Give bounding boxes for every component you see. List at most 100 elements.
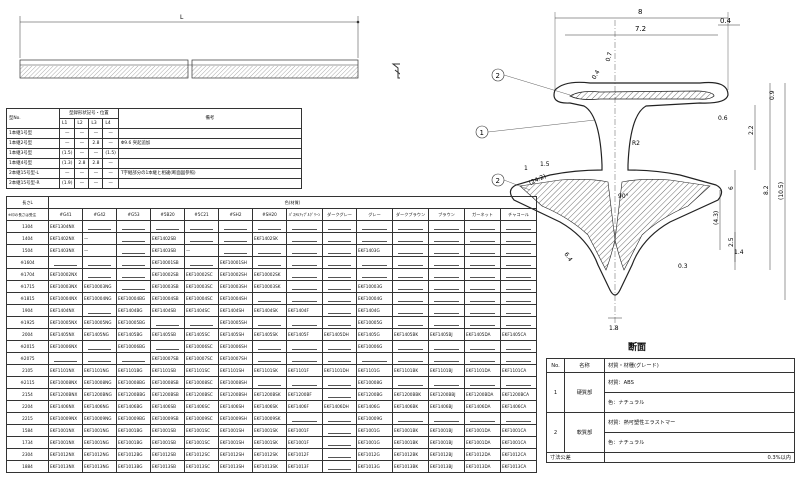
color-column-header: ブラウン: [428, 208, 465, 221]
part-number-cell: [322, 256, 357, 269]
part-number-cell: EKF10002SC: [184, 268, 219, 281]
part-number-cell: [392, 292, 429, 305]
part-number-cell: [218, 232, 253, 245]
part-number-cell: EKF1405DA: [464, 328, 501, 341]
part-number-cell: EKF1406BJ: [428, 400, 465, 413]
part-number-cell: [356, 352, 393, 365]
part-number-cell: EKF1101NG: [82, 364, 117, 377]
part-number-cell: EKF1012BK: [392, 448, 429, 461]
part-number-cell: EKF10008G: [356, 376, 393, 389]
part-number-cell: [82, 304, 117, 317]
length-cell: 1304: [6, 220, 49, 233]
part-number-cell: [464, 316, 501, 329]
part-number-cell: EKF1200BG: [356, 388, 393, 401]
part-number-cell: EKF10008SH: [218, 376, 253, 389]
part-number-cell: [464, 244, 501, 257]
part-number-cell: [82, 220, 117, 233]
part-number-cell: [184, 256, 219, 269]
part-number-cell: EKF1013NG: [82, 460, 117, 473]
part-number-cell: [392, 268, 429, 281]
svg-text:0.3: 0.3: [678, 263, 688, 270]
svg-text:8: 8: [638, 8, 642, 16]
part-number-cell: [286, 256, 323, 269]
type-row: 2本継15号型-R(1.9)———: [6, 178, 302, 189]
svg-text:0.6: 0.6: [718, 115, 728, 122]
part-number-cell: EKF1012F: [286, 448, 323, 461]
part-number-cell: EKF10005NX: [48, 316, 83, 329]
part-number-cell: [500, 412, 537, 425]
part-number-cell: [500, 232, 537, 245]
part-number-cell: [322, 304, 357, 317]
part-number-cell: [322, 424, 357, 437]
part-number-cell: EKF10007SB: [150, 352, 185, 365]
part-number-cell: EKF1403G: [356, 244, 393, 257]
section-label-text: 断面: [628, 343, 647, 353]
part-number-cell: EKF1013BK: [392, 460, 429, 473]
length-cell: ※1815: [6, 292, 49, 305]
part-number-cell: EKF1405DH: [322, 328, 357, 341]
svg-text:0.9: 0.9: [769, 90, 776, 100]
part-number-cell: [428, 256, 465, 269]
part-number-cell: EKF1101NX: [48, 364, 83, 377]
part-number-cell: EKF1406DA: [464, 400, 501, 413]
part-number-cell: [252, 256, 287, 269]
part-number-cell: EKF1200BNX: [48, 388, 83, 401]
type-table-header: 型録形状記号・位置: [59, 108, 119, 119]
part-number-cell: EKF1012SB: [150, 448, 185, 461]
part-number-cell: [116, 268, 151, 281]
part-number-cell: EKF10001SH: [218, 256, 253, 269]
part-number-cell: [464, 232, 501, 245]
part-number-cell: [500, 220, 537, 233]
svg-text:2.2: 2.2: [748, 125, 755, 135]
color-column-header: #G41: [48, 208, 83, 221]
part-number-cell: [322, 376, 357, 389]
part-number-cell: EKF10004BG: [116, 292, 151, 305]
part-number-cell: EKF1405NX: [48, 328, 83, 341]
length-cell: ※1704: [6, 268, 49, 281]
part-number-cell: EKF1013SH: [218, 460, 253, 473]
part-number-cell: [116, 352, 151, 365]
part-number-cell: [150, 220, 185, 233]
part-number-cell: EKF10006G: [356, 340, 393, 353]
part-number-cell: EKF1013DA: [464, 460, 501, 473]
length-cell: ※2115: [6, 376, 49, 389]
part-number-cell: EKF10009BG: [116, 412, 151, 425]
part-number-cell: EKF1406G: [356, 400, 393, 413]
part-number-cell: EKF1200BSK: [252, 388, 287, 401]
part-number-cell: [428, 220, 465, 233]
color-column-header: #SH2: [218, 208, 253, 221]
part-number-cell: EKF1001NX: [48, 424, 83, 437]
part-number-cell: EKF1001SK: [252, 424, 287, 437]
part-number-cell: [116, 244, 151, 257]
part-number-cell: EKF1013NX: [48, 460, 83, 473]
part-number-cell: EKF1402NX: [48, 232, 83, 245]
part-number-cell: EKF1406CA: [500, 400, 537, 413]
part-number-cell: [286, 280, 323, 293]
part-number-cell: EKF1403SB: [150, 244, 185, 257]
part-number-cell: EKF1101F: [286, 364, 323, 377]
part-number-cell: [464, 220, 501, 233]
part-number-cell: [286, 244, 323, 257]
part-number-cell: [392, 232, 429, 245]
part-number-cell: EKF1001NG: [82, 424, 117, 437]
part-number-cell: [286, 376, 323, 389]
part-number-cell: [392, 376, 429, 389]
part-number-cell: [322, 460, 357, 473]
part-number-cell: EKF10008SB: [150, 376, 185, 389]
part-number-cell: EKF1001DA: [464, 424, 501, 437]
svg-text:1: 1: [524, 165, 528, 172]
part-number-cell: EKF1001G: [356, 424, 393, 437]
color-column-header: #5C21: [184, 208, 219, 221]
part-number-cell: [252, 352, 287, 365]
part-number-cell: EKF1012G: [356, 448, 393, 461]
part-number-cell: —: [82, 232, 117, 245]
part-number-cell: EKF1001CA: [500, 436, 537, 449]
